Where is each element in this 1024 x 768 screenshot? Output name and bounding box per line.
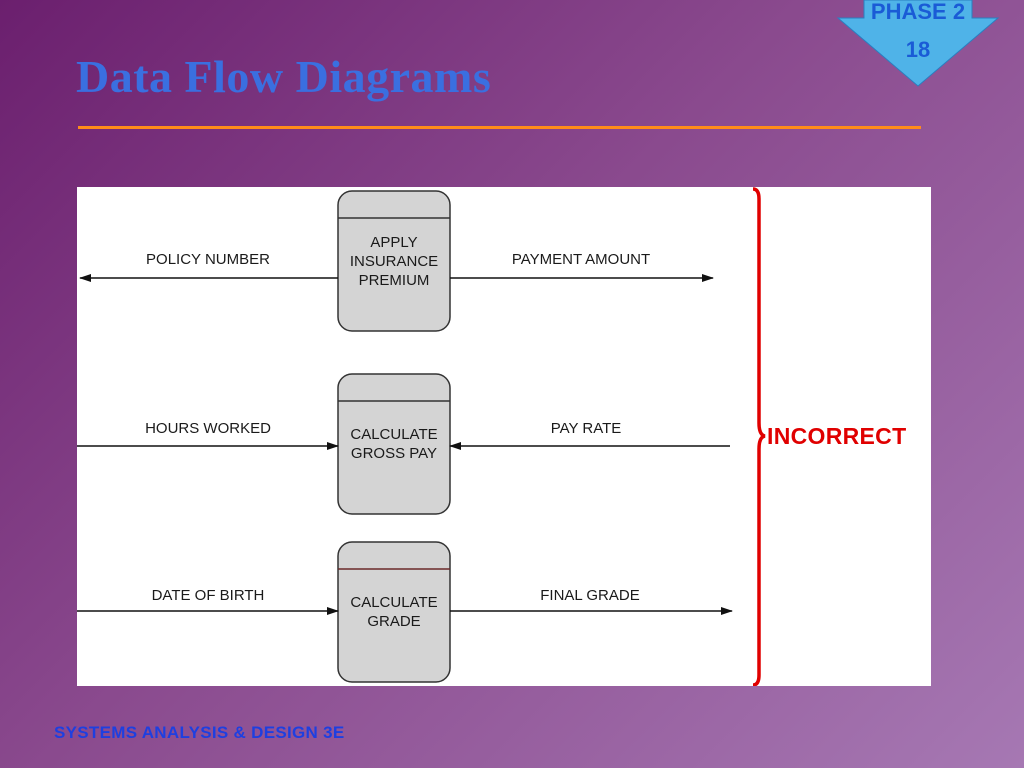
verdict-brace bbox=[752, 187, 766, 686]
process-label-line: INSURANCE bbox=[349, 253, 439, 270]
title-divider bbox=[78, 126, 921, 129]
process-label-line: APPLY bbox=[370, 234, 418, 251]
flow-label-right-3: FINAL GRADE bbox=[540, 587, 640, 604]
dfd-diagram bbox=[77, 187, 766, 686]
process-label-3: CALCULATE GRADE bbox=[338, 593, 450, 631]
verdict-label: INCORRECT bbox=[767, 423, 907, 449]
flow-label-right-1: PAYMENT AMOUNT bbox=[511, 251, 651, 268]
flow-label-left-1: POLICY NUMBER bbox=[146, 251, 270, 268]
phase-label: PHASE 2 bbox=[870, 0, 966, 24]
process-label-2: CALCULATE GROSS PAY bbox=[338, 425, 450, 463]
phase-badge: PHASE 2 18 bbox=[836, 0, 1000, 88]
slide-title: Data Flow Diagrams bbox=[76, 51, 492, 102]
process-label-line: GRADE bbox=[367, 613, 421, 630]
process-label-line: PREMIUM bbox=[358, 272, 430, 289]
process-apply-insurance-premium bbox=[337, 190, 451, 332]
process-label-line: CALCULATE bbox=[350, 594, 438, 611]
process-label-line: GROSS PAY bbox=[350, 445, 438, 462]
process-calculate-grade bbox=[337, 541, 451, 683]
course-footer: SYSTEMS ANALYSIS & DESIGN 3E bbox=[54, 723, 345, 742]
process-label-1: APPLY INSURANCE PREMIUM bbox=[338, 233, 450, 290]
process-label-line: CALCULATE bbox=[350, 426, 438, 443]
slide-number: 18 bbox=[905, 37, 931, 62]
flow-label-left-3: DATE OF BIRTH bbox=[151, 587, 265, 604]
flow-label-left-2: HOURS WORKED bbox=[145, 420, 271, 437]
down-arrow-icon bbox=[836, 0, 1000, 87]
flow-label-right-2: PAY RATE bbox=[550, 420, 622, 437]
diagram-panel: POLICY NUMBER PAYMENT AMOUNT HOURS WORKE… bbox=[77, 187, 931, 686]
